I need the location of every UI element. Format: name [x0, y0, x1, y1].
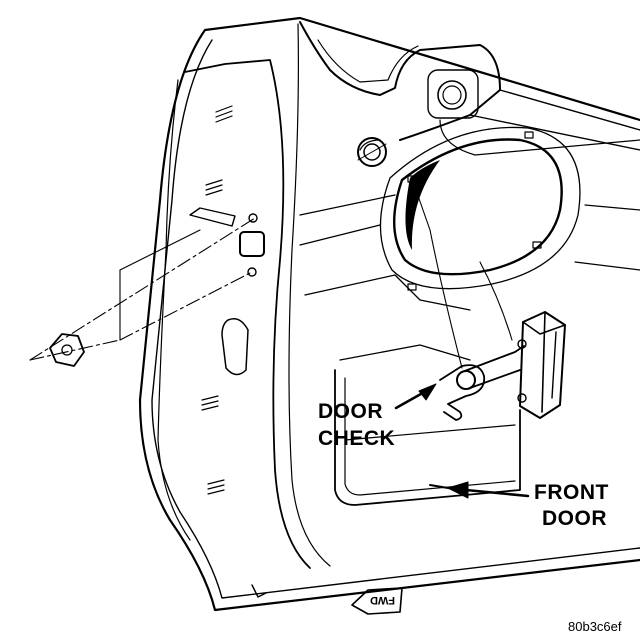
- alignment-line-lower: [29, 271, 253, 361]
- door-flange-edge: [157, 79, 191, 541]
- front-door-label: FRONT DOOR: [534, 480, 609, 532]
- flange-slot: [221, 318, 249, 376]
- grommet: [357, 137, 387, 167]
- forward-arrow-badge: [351, 587, 403, 615]
- door-check-pivot: [456, 370, 476, 390]
- door-check-bracket: [517, 311, 566, 419]
- door-outer-edge-inner: [151, 39, 640, 599]
- top-grommet-inner: [442, 85, 462, 105]
- top-grommet: [437, 80, 467, 110]
- door-outer-edge: [138, 16, 640, 612]
- forward-badge-text: FWD: [370, 594, 396, 606]
- alignment-line-upper: [29, 217, 256, 361]
- door-check-label: DOOR CHECK: [318, 398, 395, 452]
- window-channel: [469, 89, 640, 151]
- figure-code: 80b3c6ef: [568, 619, 622, 634]
- lower-recess-inner: [344, 377, 516, 496]
- check-guide-line: [415, 189, 513, 369]
- door-check-label-line2: CHECK: [318, 427, 396, 450]
- grommet-inner: [363, 143, 381, 161]
- front-door-label-line2: DOOR: [542, 507, 607, 530]
- panel-contour: [299, 194, 471, 361]
- door-check-arrowhead: [418, 383, 437, 401]
- front-door-label-line1: FRONT: [534, 481, 609, 504]
- mount-hole-lower: [247, 267, 257, 277]
- studs: [201, 105, 233, 495]
- window-frame-inner: [317, 39, 419, 83]
- door-check-label-line1: DOOR: [318, 400, 383, 423]
- lower-recess: [334, 369, 521, 506]
- hex-nut: [49, 333, 85, 367]
- access-hole: [393, 138, 563, 276]
- door-check-arm: [439, 364, 486, 421]
- window-frame-top: [299, 21, 501, 141]
- front-door-arrowhead: [447, 481, 469, 499]
- mount-hole-upper: [248, 213, 258, 223]
- front-door-leader: [464, 488, 530, 498]
- door-flange: [184, 59, 311, 569]
- mount-square: [239, 231, 265, 257]
- access-hole-rim: [379, 126, 581, 290]
- flange-slot-top: [189, 207, 236, 227]
- top-square-pad: [427, 69, 479, 119]
- door-check-strap: [461, 345, 525, 389]
- door-flange-inner: [288, 23, 331, 567]
